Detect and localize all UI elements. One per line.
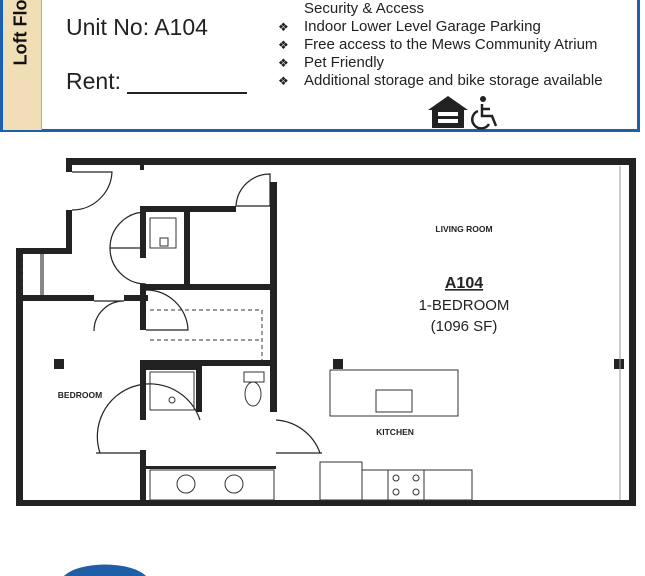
- unit-type: 1-BEDROOM: [419, 297, 510, 314]
- kitchen-island: [329, 369, 459, 417]
- sink-right: [224, 474, 244, 494]
- island-sink: [375, 389, 413, 413]
- columns: [54, 359, 624, 369]
- water-heater-box: [159, 237, 169, 247]
- vanity-counter: [149, 469, 275, 501]
- rent-blank-line: [126, 72, 247, 94]
- floor-plan: LIVING ROOM A104 1-BEDROOM (1096 SF) BED…: [16, 158, 636, 506]
- feature-list: Security & Access ❖Indoor Lower Level Ga…: [278, 0, 603, 90]
- shower-drain: [168, 396, 176, 404]
- feature-item: ❖Additional storage and bike storage ava…: [278, 72, 603, 89]
- range: [387, 469, 425, 501]
- linen-cabinet: [149, 217, 177, 249]
- unit-code: A104: [445, 275, 483, 292]
- sink-left: [176, 474, 196, 494]
- header-frame: [0, 0, 640, 132]
- equal-housing-icon: [428, 96, 468, 128]
- bullet-icon: ❖: [278, 20, 289, 34]
- living-room-label: LIVING ROOM: [435, 224, 492, 234]
- kitchen-label: KITCHEN: [376, 427, 414, 437]
- side-tab-label: Loft Flo: [10, 0, 31, 66]
- logo-fragment: [64, 564, 146, 576]
- toilet-tank: [243, 371, 265, 383]
- interior-walls: [16, 158, 277, 500]
- fridge: [319, 461, 363, 501]
- unit-area: (1096 SF): [431, 318, 498, 335]
- door-swings: [71, 171, 322, 454]
- toilet-bowl: [244, 381, 262, 407]
- feature-item: Security & Access: [304, 0, 425, 17]
- unit-number: Unit No: A104: [66, 14, 208, 40]
- kitchen-counter: [361, 469, 473, 501]
- bullet-icon: ❖: [278, 56, 289, 70]
- feature-item: ❖Indoor Lower Level Garage Parking: [278, 18, 541, 35]
- rent-label: Rent:: [66, 68, 121, 94]
- bullet-icon: ❖: [278, 74, 289, 88]
- wheelchair-icon: [471, 96, 498, 130]
- bullet-icon: ❖: [278, 38, 289, 52]
- bedroom-label: BEDROOM: [58, 390, 102, 400]
- rent-field: Rent:: [66, 68, 247, 95]
- listing-header: Loft Flo Unit No: A104 Rent: Security & …: [0, 0, 645, 136]
- accessibility-icons: [428, 96, 498, 130]
- feature-item: ❖Pet Friendly: [278, 54, 385, 71]
- feature-item: ❖Free access to the Mews Community Atriu…: [278, 36, 598, 53]
- fixtures: [21, 166, 621, 501]
- side-tab: Loft Flo: [3, 0, 42, 130]
- shower: [149, 371, 195, 411]
- exterior-walls: [16, 158, 636, 506]
